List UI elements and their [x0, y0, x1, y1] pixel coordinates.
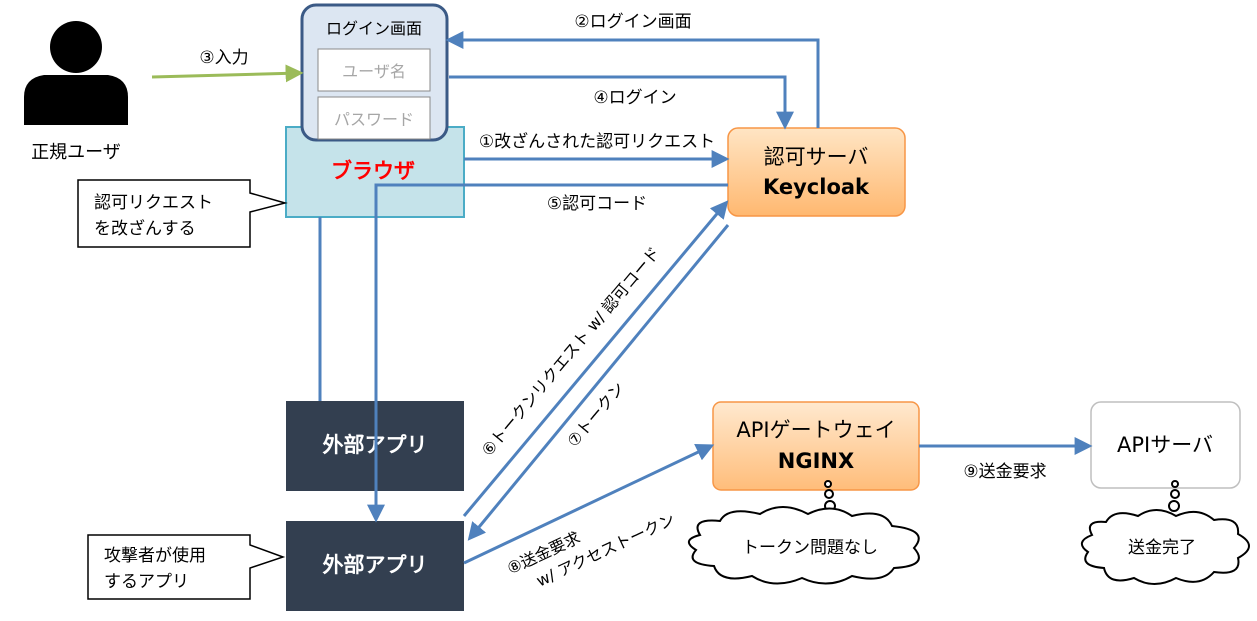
arrow-login-screen: [445, 31, 820, 128]
callout-attacker: [87, 534, 286, 600]
api-gateway-box: [712, 401, 920, 491]
step-1-label: ①改ざんされた認可リクエスト: [479, 131, 715, 152]
step-9-label: ⑨送金要求: [963, 462, 1046, 482]
browser-label: ブラウザ: [331, 159, 415, 183]
password-field[interactable]: [317, 96, 431, 140]
login-title: ログイン画面: [326, 19, 422, 38]
callout-attacker-line1: 攻撃者が使用: [104, 545, 206, 566]
step-3-label: ③入力: [199, 48, 248, 68]
username-field[interactable]: [317, 48, 431, 92]
thought-bubble-gateway: [688, 480, 920, 585]
arrow-input: [151, 64, 304, 83]
user-icon: [24, 21, 128, 125]
step-5-label: ⑤認可コード: [547, 194, 647, 214]
callout-attacker-line2: するアプリ: [104, 572, 189, 592]
auth-server-product: Keycloak: [763, 175, 870, 199]
arrow-login: [449, 75, 794, 130]
username-placeholder: ユーザ名: [342, 62, 406, 81]
callout-tamper-line1: 認可リクエスト: [94, 193, 213, 213]
auth-server-name: 認可サーバ: [764, 145, 869, 169]
thought-server-text: 送金完了: [1128, 538, 1196, 558]
api-gateway-product: NGINX: [778, 449, 854, 473]
step-6-label: ⑥トークンリクエスト w/ 認可コード: [478, 243, 664, 460]
arrow-auth-code: [367, 183, 728, 523]
user-label: 正規ユーザ: [31, 142, 121, 163]
external-app-attacker-label: 外部アプリ: [323, 553, 428, 577]
step-4-label: ④ログイン: [593, 88, 676, 108]
arrow-token: [467, 224, 730, 541]
api-server-label: APIサーバ: [1117, 433, 1213, 457]
step-2-label: ②ログイン画面: [574, 12, 691, 32]
callout-tamper-line2: を改ざんする: [94, 218, 196, 239]
arrow-transfer-request: [463, 444, 715, 565]
thought-bubble-server: [1081, 480, 1250, 585]
api-gateway-name: APIゲートウェイ: [736, 418, 895, 442]
thought-gateway-text: トークン問題なし: [742, 538, 878, 558]
auth-server-box: [727, 127, 906, 217]
callout-tamper: [77, 179, 288, 248]
external-app-attacker: [286, 521, 464, 611]
arrow-token-request: [462, 200, 729, 517]
password-placeholder: パスワード: [334, 110, 414, 129]
